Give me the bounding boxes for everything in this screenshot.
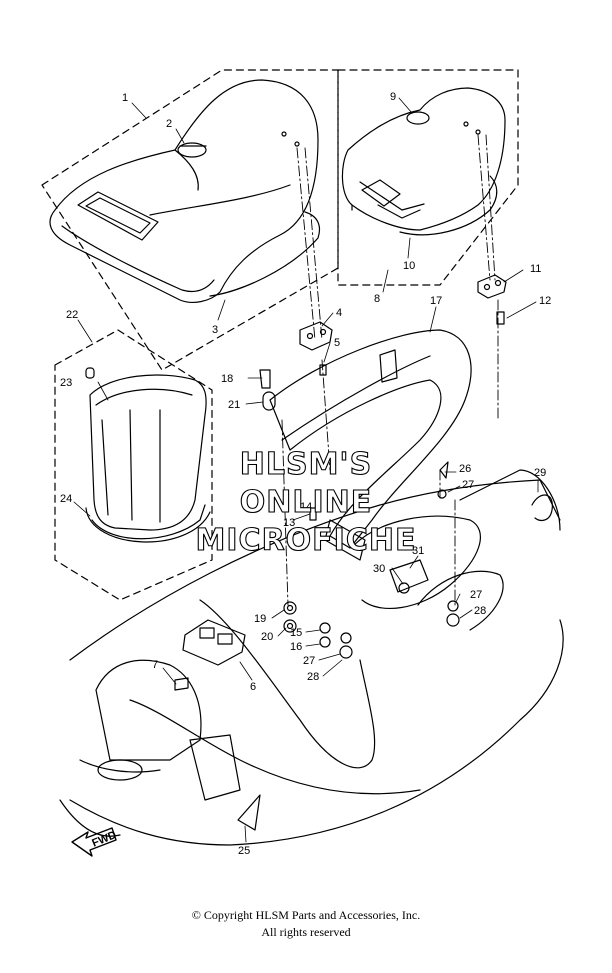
callout-6: 6 bbox=[250, 681, 256, 693]
callout-28a: 28 bbox=[307, 671, 319, 683]
decal bbox=[237, 794, 261, 831]
callout-27a: 27 bbox=[462, 479, 474, 491]
callout-21: 21 bbox=[228, 399, 240, 411]
fwd-label: FWD bbox=[90, 829, 118, 850]
switch-panel bbox=[182, 619, 246, 666]
front-console bbox=[59, 659, 241, 837]
callout-15: 15 bbox=[290, 627, 302, 639]
callout-5: 5 bbox=[334, 337, 340, 349]
watermark-line1: HLSM'S bbox=[240, 447, 372, 482]
callout-27c: 27 bbox=[470, 589, 482, 601]
callout-23: 23 bbox=[60, 377, 72, 389]
callout-28b: 28 bbox=[474, 605, 486, 617]
callout-1: 1 bbox=[122, 92, 128, 104]
callout-16: 16 bbox=[290, 641, 302, 653]
callout-11: 11 bbox=[530, 263, 541, 275]
callout-24: 24 bbox=[60, 493, 72, 505]
copyright-notice: © Copyright HLSM Parts and Accessories, … bbox=[191, 908, 421, 922]
callout-29: 29 bbox=[534, 467, 546, 479]
seat-bracket-rear bbox=[477, 274, 507, 299]
callout-17: 17 bbox=[430, 295, 442, 307]
hull-deck bbox=[69, 469, 564, 846]
callout-7: 7 bbox=[152, 659, 158, 671]
callout-22: 22 bbox=[66, 309, 78, 321]
rights-notice: All rights reserved bbox=[261, 925, 351, 939]
bolts bbox=[85, 311, 505, 691]
callout-2: 2 bbox=[166, 118, 172, 130]
callout-26: 26 bbox=[459, 463, 471, 475]
forward-arrow bbox=[71, 827, 117, 857]
callout-14: 14 bbox=[300, 501, 312, 513]
callout-27b: 27 bbox=[303, 655, 315, 667]
callout-25: 25 bbox=[238, 845, 250, 857]
rear-seat bbox=[341, 87, 506, 236]
callout-31: 31 bbox=[412, 545, 424, 557]
tie-down-hook bbox=[389, 494, 553, 593]
seat-bracket-front bbox=[299, 321, 333, 351]
callout-30: 30 bbox=[373, 563, 385, 575]
seat-pan bbox=[269, 329, 472, 561]
callout-13: 13 bbox=[283, 517, 295, 529]
callout-20: 20 bbox=[261, 631, 273, 643]
callout-4: 4 bbox=[336, 307, 342, 319]
seat-group-box bbox=[41, 69, 519, 601]
callout-19: 19 bbox=[254, 613, 266, 625]
watermark-line3: MICROFICHE bbox=[196, 523, 417, 558]
parts-diagram: 1 2 3 4 5 6 7 8 9 10 11 12 13 14 15 16 1… bbox=[41, 69, 564, 857]
watermark: HLSM'S ONLINE MICROFICHE bbox=[195, 446, 417, 558]
callout-8: 8 bbox=[374, 293, 380, 305]
callout-3: 3 bbox=[212, 324, 218, 336]
front-seat bbox=[49, 79, 321, 303]
callout-12: 12 bbox=[539, 295, 551, 307]
alignment-lines bbox=[281, 134, 499, 606]
watermark-line2: ONLINE bbox=[240, 485, 373, 520]
storage-bin bbox=[85, 374, 211, 543]
callout-18: 18 bbox=[221, 373, 233, 385]
callout-9: 9 bbox=[390, 91, 396, 103]
leader-lines bbox=[73, 97, 539, 843]
callout-10: 10 bbox=[403, 260, 415, 272]
